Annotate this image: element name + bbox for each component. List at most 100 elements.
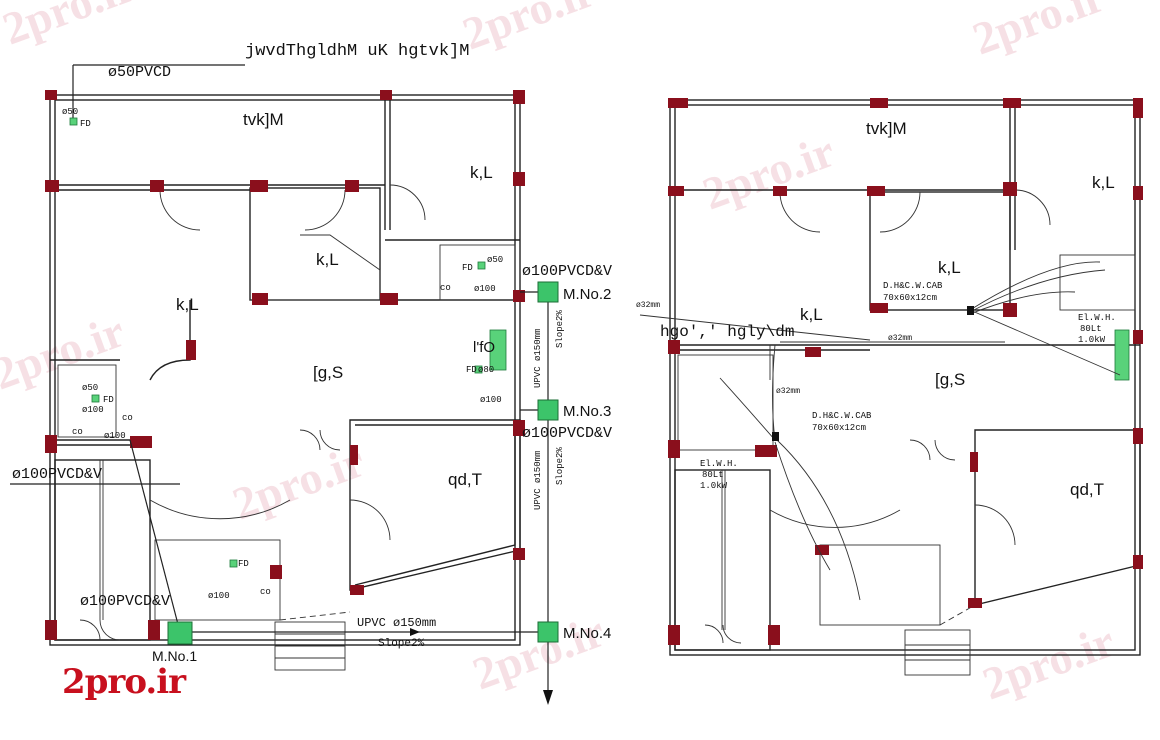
column: [668, 98, 688, 108]
door-arc: [99, 619, 121, 641]
column: [668, 625, 680, 645]
room-label-bedroom: k,L: [1092, 173, 1115, 192]
outer-wall-inner: [54, 99, 516, 641]
wall: [249, 187, 381, 301]
column: [45, 180, 59, 192]
column: [1133, 555, 1143, 569]
pipe-label: ø100PVCD&V: [522, 263, 612, 280]
column: [1003, 182, 1017, 196]
wall: [1059, 254, 1136, 311]
left-plan: jwvdThgldhM uK hgtvk]M ø50PVCD tvk]M k,L…: [10, 42, 612, 705]
pipe-label: UPVC ø150mm: [533, 451, 543, 510]
slope-label: Slope2%: [555, 310, 565, 348]
door-arc: [934, 439, 956, 461]
column: [1003, 303, 1017, 317]
floor-drain: [91, 394, 100, 403]
room-label-bedroom: k,L: [176, 295, 199, 314]
column: [186, 340, 196, 360]
column: [148, 620, 160, 640]
fd-label: FD: [466, 365, 477, 375]
column: [380, 90, 392, 100]
cabinet-title: D.H&C.W.CAB: [883, 281, 943, 291]
column: [513, 290, 525, 302]
column: [513, 420, 525, 436]
door-arc: [319, 429, 341, 451]
column: [870, 98, 888, 108]
flow-arrow: [543, 690, 553, 705]
room-label-living: [g,S: [935, 370, 965, 389]
diameter-label: ø80: [478, 365, 494, 375]
watermark: 2pro.ir: [696, 125, 841, 219]
wall: [279, 611, 351, 621]
fd-label: FD: [238, 559, 249, 569]
column: [45, 435, 57, 453]
column: [1133, 186, 1143, 200]
water-pipe: [969, 309, 1121, 376]
watermark: 2pro.ir: [0, 0, 141, 54]
floor-drain: [229, 559, 238, 568]
diameter-label: ø100: [480, 395, 502, 405]
pipe-label: ø100PVCD&V: [80, 593, 170, 610]
pipe-label: UPVC ø150mm: [357, 616, 436, 630]
floor-drain: [477, 261, 486, 270]
diameter-label: ø32mm: [776, 387, 800, 396]
entrance-steps: [274, 621, 346, 671]
column: [668, 440, 680, 458]
cabinet-box: [772, 432, 779, 441]
column: [350, 445, 358, 465]
pipe-label: ø50PVCD: [108, 64, 171, 81]
room-label-bedroom: k,L: [470, 163, 493, 182]
water-heater-power: 1.0kW: [700, 481, 728, 491]
manhole-3: [537, 399, 559, 421]
columns: [45, 90, 525, 640]
wall: [819, 544, 941, 626]
step: [904, 629, 971, 676]
right-plan: tvk]M k,L k,L k,L [g,S qd,T hgo',' hgly\…: [636, 98, 1143, 676]
diameter-label: ø32mm: [636, 301, 660, 310]
column: [867, 186, 885, 196]
wall: [974, 429, 1141, 606]
wall: [54, 459, 151, 641]
column: [968, 598, 982, 608]
door-arc: [159, 189, 201, 231]
wall: [149, 300, 191, 381]
water-pipe: [776, 439, 861, 601]
water-pipe: [969, 291, 1076, 315]
door-arc: [779, 191, 821, 233]
manhole-4: [537, 621, 559, 643]
brand-logo: 2pro.ir: [62, 662, 186, 702]
floor-drain: [474, 365, 483, 374]
column: [45, 620, 57, 640]
door-arc: [79, 619, 101, 641]
diameter-label: ø50: [62, 107, 78, 117]
door-arc: [299, 429, 321, 451]
pipe-label: ø100PVCD&V: [522, 425, 612, 442]
column: [1003, 98, 1021, 108]
wall: [354, 424, 516, 586]
room-label-kitchen: l'fO: [473, 339, 495, 356]
cabinet-size: 70x60x12cm: [812, 423, 866, 433]
diameter-label: ø100: [82, 405, 104, 415]
fd-label: FD: [103, 395, 114, 405]
manhole-label: M.No.2: [563, 286, 611, 303]
water-heater-title: El.W.H.: [1078, 313, 1116, 323]
drawing-title: jwvdThgldhM uK hgtvk]M: [245, 42, 469, 61]
door-arc: [389, 184, 426, 221]
room-label-balcony: tvk]M: [866, 119, 907, 138]
cabinet-size: 70x60x12cm: [883, 293, 937, 303]
column: [1133, 428, 1143, 444]
cabinet-title: D.H&C.W.CAB: [812, 411, 872, 421]
diameter-label: ø32mm: [888, 334, 912, 343]
wall: [869, 191, 1011, 311]
manhole-label: M.No.1: [152, 648, 197, 664]
fd-label: FD: [462, 263, 473, 273]
outer-wall: [49, 94, 521, 646]
manhole-1: [167, 621, 193, 645]
column: [513, 548, 525, 560]
room-label-bedroom: k,L: [800, 305, 823, 324]
co-label: co: [122, 413, 133, 423]
column: [252, 293, 268, 305]
column: [755, 445, 777, 457]
wall: [677, 354, 774, 451]
